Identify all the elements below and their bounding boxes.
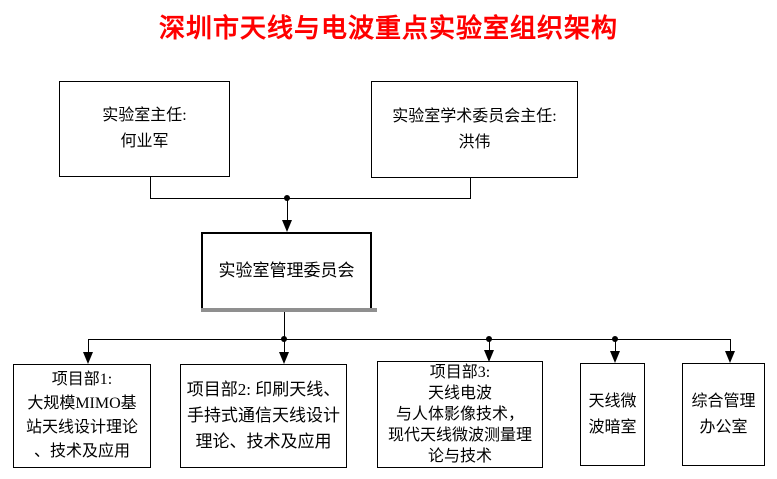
node-text-line: 理论、技术及应用 [195, 432, 332, 451]
node-text-line: 办公室 [699, 418, 748, 436]
node-text-line: 洪伟 [458, 133, 491, 151]
arrowhead-down-icon [279, 352, 289, 364]
arrowhead-down-icon [282, 220, 292, 232]
connector-line [287, 198, 288, 221]
node-text-line: 实验室主任: [102, 107, 187, 124]
node-text-line: 项目部2: 印刷天线、 [186, 380, 341, 399]
node-project-dept-3: 项目部3: 天线电波 与人体影像技术， 现代天线微波测量理 论与技术 [377, 361, 543, 468]
node-academic-committee-chair: 实验室学术委员会主任: 洪伟 [371, 81, 578, 178]
node-text-line: 项目部1: [51, 371, 113, 388]
connector-line [470, 178, 471, 199]
page-title: 深圳市天线与电波重点实验室组织架构 [158, 14, 618, 43]
node-text-line: 天线电波 [427, 385, 492, 402]
node-management-committee: 实验室管理委员会 [201, 232, 377, 312]
node-text-line: 、技术及应用 [33, 443, 130, 460]
arrowhead-down-icon [725, 351, 735, 363]
node-text-line: 站天线设计理论 [25, 419, 138, 436]
arrowhead-down-icon [83, 352, 93, 364]
node-project-dept-1: 项目部1: 大规模MIMO基 站天线设计理论 、技术及应用 [13, 364, 151, 468]
connector-line [615, 339, 616, 351]
arrowhead-down-icon [484, 350, 494, 362]
connector-junction-dot [281, 336, 287, 342]
node-text-line: 项目部3: [429, 364, 491, 381]
node-admin-office: 综合管理 办公室 [682, 363, 765, 466]
connector-line [88, 339, 89, 352]
node-text-line: 天线微 [588, 392, 637, 410]
node-text-line: 与人体影像技术， [395, 406, 524, 423]
node-lab-director: 实验室主任: 何业军 [59, 81, 230, 177]
connector-line [150, 177, 151, 199]
node-text-line: 波暗室 [588, 418, 637, 436]
node-anechoic-chamber: 天线微 波暗室 [580, 363, 645, 466]
node-text-line: 手持式通信天线设计 [187, 406, 340, 425]
connector-line [150, 198, 471, 199]
connector-line [88, 339, 731, 340]
arrowhead-down-icon [610, 351, 620, 363]
connector-line [284, 312, 285, 352]
node-text-line: 实验室管理委员会 [218, 261, 355, 280]
node-text-line: 综合管理 [691, 392, 756, 410]
connector-line [489, 339, 490, 350]
node-text-line: 何业军 [120, 133, 169, 150]
node-text-line: 论与技术 [427, 448, 492, 465]
node-text-line: 实验室学术委员会主任: [392, 107, 557, 125]
node-project-dept-2: 项目部2: 印刷天线、 手持式通信天线设计 理论、技术及应用 [180, 364, 347, 468]
node-text-line: 现代天线微波测量理 [387, 427, 532, 444]
connector-line [730, 339, 731, 351]
node-text-line: 大规模MIMO基 [27, 395, 137, 412]
